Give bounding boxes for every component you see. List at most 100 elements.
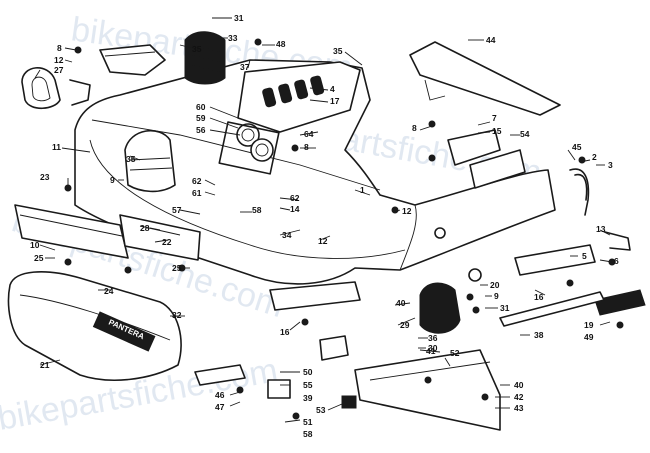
gauge-bracket: [218, 121, 280, 175]
callout-55: 55: [303, 380, 313, 390]
callout-4: 4: [330, 84, 335, 94]
bumper-rib: [19, 214, 123, 237]
callout-62-lower: 62: [290, 193, 300, 203]
skirt-rib: [369, 361, 491, 381]
callout-12-center: 12: [318, 236, 328, 246]
handle-opening: [31, 76, 51, 102]
callout-30: 30: [428, 343, 438, 353]
callout-24: 24: [104, 286, 114, 296]
callout-27: 27: [54, 65, 64, 75]
callout-15: 15: [492, 126, 502, 136]
vent-louvers: [262, 75, 325, 108]
nose-cone-crease: [19, 294, 171, 341]
curve-45-inner: [574, 173, 588, 201]
callout-35-boot: 35: [126, 154, 136, 164]
callout-21: 21: [40, 360, 50, 370]
callout-1: 1: [360, 185, 365, 195]
callout-31-rear: 31: [500, 303, 510, 313]
callout-7: 7: [492, 113, 497, 123]
callout-51: 51: [303, 417, 313, 427]
pan-inner-edge: [89, 139, 406, 259]
gauge-right-ring: [255, 143, 269, 157]
callout-12-rear: 12: [402, 206, 412, 216]
callout-38: 38: [534, 330, 544, 340]
gauge-left-ring: [241, 128, 255, 142]
callout-61: 61: [192, 188, 202, 198]
steering-boot: [124, 129, 176, 193]
callout-11: 11: [52, 142, 61, 152]
callout-40-skirt: 40: [514, 380, 524, 390]
callout-48: 48: [276, 39, 286, 49]
callout-62: 62: [192, 176, 202, 186]
callout-53: 53: [316, 405, 326, 415]
callout-56: 56: [196, 125, 206, 135]
callout-28: 28: [140, 223, 150, 233]
callout-52: 52: [450, 348, 460, 358]
callout-43: 43: [514, 403, 524, 413]
callout-35-console: 35: [333, 46, 343, 56]
front-bumper-10: [14, 204, 129, 259]
callout-2: 2: [592, 152, 597, 162]
leader-lines: [34, 17, 613, 423]
callout-20: 20: [490, 280, 500, 290]
callout-5: 5: [582, 251, 587, 261]
callout-44: 44: [486, 35, 496, 45]
block-55: [267, 379, 291, 399]
decal-32: [92, 311, 156, 352]
callout-9-rear: 9: [494, 291, 499, 301]
callout-54: 54: [520, 129, 530, 139]
callout-16-deck: 16: [280, 327, 290, 337]
callout-31: 31: [234, 13, 244, 23]
callout-35: 35: [192, 44, 202, 54]
callout-16: 16: [534, 292, 544, 302]
callout-32: 32: [172, 310, 182, 320]
callout-10: 10: [30, 240, 40, 250]
callout-34: 34: [282, 230, 292, 240]
foot-plate-46: [194, 364, 246, 386]
callout-64: 64: [304, 129, 314, 139]
fasteners: [64, 38, 624, 420]
plate-50: [319, 335, 349, 361]
callout-33: 33: [228, 33, 238, 43]
callout-23: 23: [40, 172, 50, 182]
callout-57: 57: [172, 205, 182, 215]
rod-38: [499, 291, 605, 327]
bracket-15: [469, 149, 526, 189]
callout-58: 58: [252, 205, 262, 215]
callout-9: 9: [110, 175, 115, 185]
callout-50: 50: [303, 367, 313, 377]
callout-3: 3: [608, 160, 613, 170]
callout-25: 25: [34, 253, 44, 263]
gauge-left: [236, 123, 260, 147]
curve-45: [569, 168, 590, 216]
callout-49: 49: [584, 332, 594, 342]
callout-29: 29: [400, 320, 410, 330]
clip-13: [604, 231, 631, 251]
side-panel-rib: [139, 225, 181, 236]
callout-22: 22: [162, 237, 172, 247]
callout-17: 17: [330, 96, 340, 106]
callout-60: 60: [196, 102, 206, 112]
grille-19: [594, 289, 646, 316]
callout-8-console: 8: [304, 142, 309, 152]
cable-coil-29: [419, 282, 461, 334]
callout-6: 6: [614, 256, 619, 266]
callout-46: 46: [215, 390, 225, 400]
gauge-right: [250, 138, 274, 162]
bracket-12-left: [69, 79, 91, 106]
callout-36: 36: [428, 333, 438, 343]
deck-piece-16: [269, 281, 361, 311]
cover-35: [99, 44, 166, 76]
callout-37: 37: [240, 62, 250, 72]
clip-53: [341, 395, 357, 409]
pan-rear-edge: [399, 204, 417, 271]
pan-side-rib: [91, 119, 381, 191]
callout-14: 14: [290, 204, 300, 214]
rear-panel-44: [409, 41, 561, 116]
callout-42: 42: [514, 392, 524, 402]
callout-8-rear: 8: [412, 123, 417, 133]
callout-labels: 31 33 35 48 44 8 12 27 35 37 4 17 60 59 …: [30, 13, 619, 439]
callout-25-panel: 25: [172, 263, 182, 273]
